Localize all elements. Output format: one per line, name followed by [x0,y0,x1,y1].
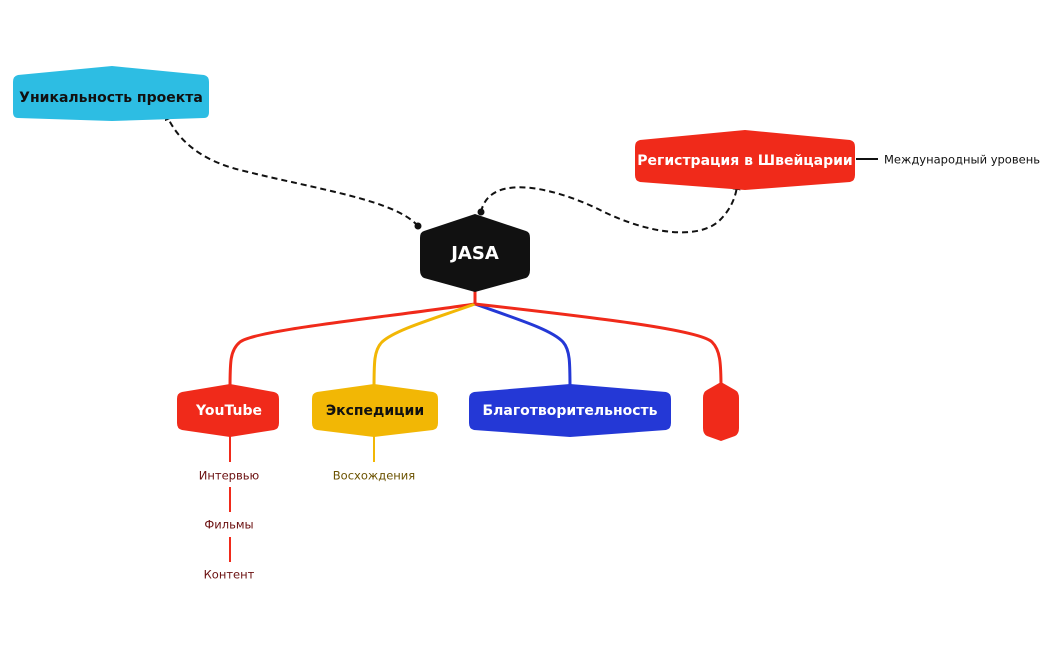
node-uniqueness-label: Уникальность проекта [19,90,203,106]
node-youtube[interactable]: YouTube [177,384,279,437]
child-films[interactable]: Фильмы [204,518,253,532]
node-charity[interactable]: Благотворительность [469,384,671,437]
node-youtube-label: YouTube [195,403,262,419]
branch-line-empty [474,302,723,389]
node-charity-label: Благотворительность [483,403,658,419]
node-center-label: JASA [449,243,499,264]
node-registration[interactable]: Регистрация в Швейцарии [635,130,855,190]
connector-to-registration [480,182,741,234]
node-uniqueness[interactable]: Уникальность проекта [13,66,209,121]
branch-line-expeditions [372,302,476,391]
child-ascents[interactable]: Восхождения [333,469,415,483]
branch-line-charity [474,302,572,391]
node-center-jasa[interactable]: JASA [420,214,530,292]
node-empty[interactable] [703,382,739,441]
note-international-level: Международный уровень [884,153,1040,167]
node-expeditions-label: Экспедиции [326,403,424,419]
branch-line-youtube [228,302,477,391]
child-content[interactable]: Контент [204,568,255,582]
connector-dot-right [477,208,485,216]
child-interviews[interactable]: Интервью [199,469,260,483]
connector-to-uniqueness [165,112,419,227]
node-expeditions[interactable]: Экспедиции [312,384,438,437]
node-registration-label: Регистрация в Швейцарии [637,153,852,169]
connector-dot-left [414,222,422,230]
